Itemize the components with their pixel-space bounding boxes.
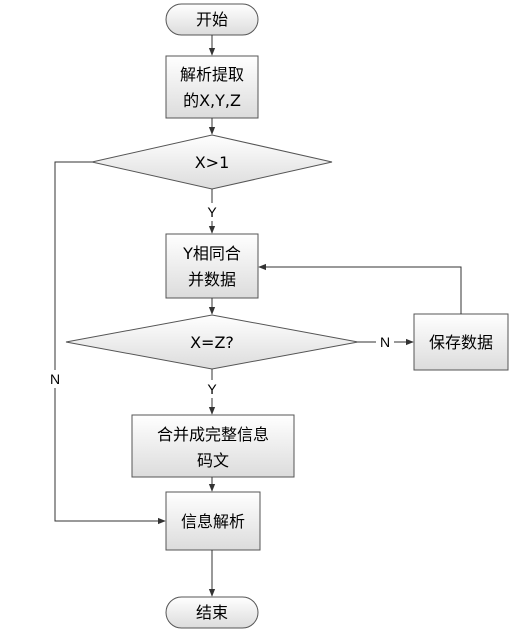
merge-label-line2: 并数据 bbox=[188, 270, 236, 289]
decision-x-eq-z: X=Z? bbox=[65, 314, 359, 370]
save-label: 保存数据 bbox=[429, 333, 493, 352]
cond1-yes-label: Y bbox=[207, 204, 217, 220]
merge-label-line1: Y相同合 bbox=[182, 244, 241, 263]
info-parse-label: 信息解析 bbox=[181, 512, 245, 531]
cond2-label: X=Z? bbox=[190, 333, 234, 352]
cond1-label: X>1 bbox=[195, 153, 230, 172]
info-parse-node: 信息解析 bbox=[165, 491, 261, 551]
end-node: 结束 bbox=[165, 596, 259, 629]
parse-label-line2: 的X,Y,Z bbox=[183, 91, 241, 110]
end-label: 结束 bbox=[196, 603, 228, 622]
edge-save-to-merge bbox=[258, 263, 462, 314]
start-label: 开始 bbox=[196, 10, 228, 29]
combine-label-line1: 合并成完整信息 bbox=[157, 425, 269, 444]
decision-x-gt-1: X>1 bbox=[91, 134, 333, 190]
combine-label-line2: 码文 bbox=[197, 451, 229, 470]
cond2-yes-label: Y bbox=[207, 381, 217, 397]
cond2-no-label: N bbox=[380, 334, 390, 350]
save-node: 保存数据 bbox=[413, 313, 509, 371]
edge-cond1-no bbox=[54, 161, 166, 525]
cond1-no-label: N bbox=[50, 371, 60, 387]
parse-label-line1: 解析提取 bbox=[180, 65, 244, 84]
start-node: 开始 bbox=[165, 3, 259, 36]
parse-node: 解析提取 的X,Y,Z bbox=[165, 55, 259, 119]
combine-node: 合并成完整信息 码文 bbox=[131, 414, 295, 478]
merge-node: Y相同合 并数据 bbox=[165, 233, 259, 299]
